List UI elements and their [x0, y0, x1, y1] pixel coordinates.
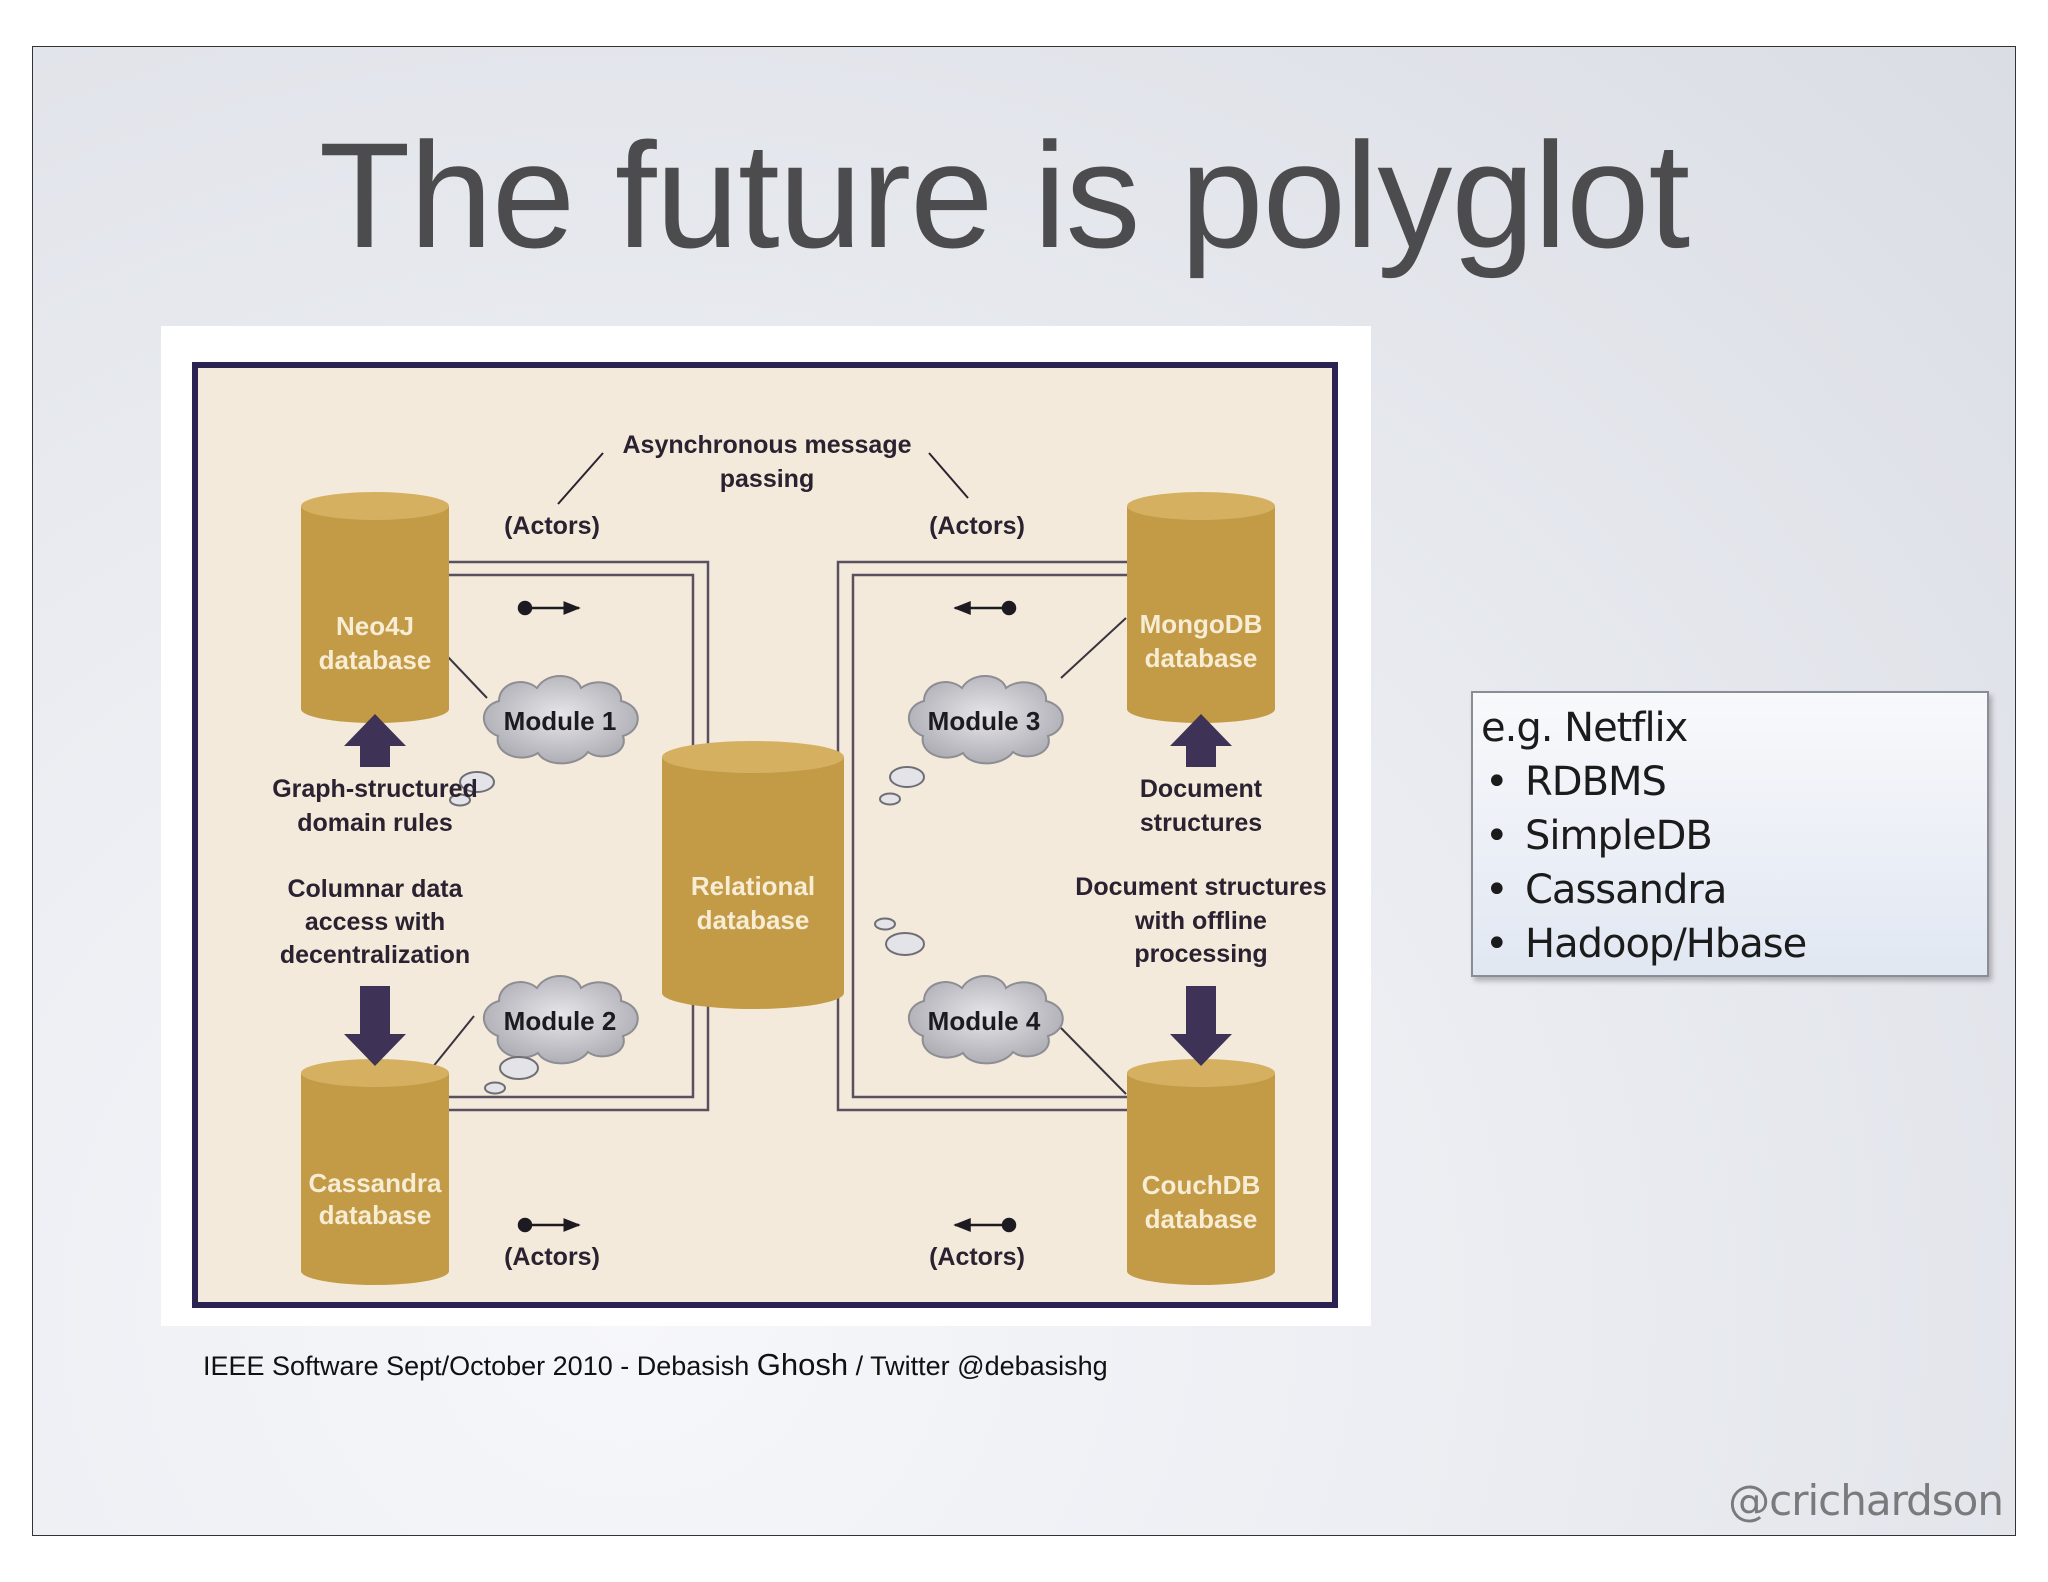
arrow-up-neo4j: [344, 714, 406, 767]
arrow-down-couchdb: [1170, 986, 1232, 1066]
async-label-line1: Asynchronous message: [623, 431, 912, 459]
actor-arrows: [517, 600, 1017, 1233]
async-pointer-right: [928, 452, 969, 499]
module-3-label: Module 3: [928, 706, 1041, 736]
actors-label-top-left: (Actors): [504, 512, 600, 540]
couchdb-label-line1: CouchDB: [1142, 1170, 1260, 1200]
cassandra-label-line2: database: [319, 1200, 432, 1230]
columnar-line3: decentralization: [280, 941, 470, 969]
doc-structures-line2: structures: [1140, 809, 1262, 837]
arrow-down-cassandra: [344, 986, 406, 1066]
mongodb-database-cylinder: MongoDB database: [1127, 492, 1275, 723]
cassandra-database-cylinder: Cassandra database: [301, 1059, 449, 1285]
polyglot-diagram: Asynchronous message passing (Actors) (A…: [192, 362, 1338, 1308]
actors-label-top-right: (Actors): [929, 512, 1025, 540]
module-3-cloud: Module 3: [879, 675, 1064, 806]
caption-prefix: IEEE Software Sept/October 2010 - Debasi…: [203, 1351, 757, 1381]
neo4j-database-cylinder: Neo4J database: [301, 492, 449, 723]
module-4-label: Module 4: [928, 1006, 1041, 1036]
twitter-handle: @crichardson: [1728, 1476, 2004, 1525]
couchdb-label-line2: database: [1145, 1204, 1258, 1234]
neo4j-label-line1: Neo4J: [336, 611, 414, 641]
async-label-line2: passing: [720, 465, 814, 493]
graph-rules-line1: Graph-structured: [272, 775, 478, 803]
caption-author: Ghosh: [756, 1347, 849, 1382]
module-2-cloud: Module 2: [482, 975, 639, 1095]
callout-list: RDBMS SimpleDB Cassandra Hadoop/Hbase: [1481, 755, 1987, 971]
architecture-figure: Asynchronous message passing (Actors) (A…: [161, 326, 1371, 1326]
list-item: Cassandra: [1481, 863, 1987, 917]
arrow-up-mongodb: [1170, 714, 1232, 767]
slide: The future is polyglot: [32, 46, 2016, 1536]
list-item: Hadoop/Hbase: [1481, 917, 1987, 971]
couchdb-database-cylinder: CouchDB database: [1127, 1059, 1275, 1285]
relational-database-cylinder: Relational database: [662, 741, 844, 1009]
netflix-callout-box: e.g. Netflix RDBMS SimpleDB Cassandra Ha…: [1471, 691, 1989, 977]
list-item: SimpleDB: [1481, 809, 1987, 863]
mongodb-label-line1: MongoDB: [1140, 609, 1263, 639]
cassandra-label-line1: Cassandra: [309, 1168, 442, 1198]
doc-offline-line2: with offline: [1134, 907, 1267, 935]
graph-rules-line2: domain rules: [297, 809, 453, 837]
module-4-cloud: Module 4: [874, 917, 1064, 1065]
doc-offline-line3: processing: [1134, 940, 1267, 968]
doc-structures-line1: Document: [1140, 775, 1263, 803]
slide-title: The future is polyglot: [318, 111, 1690, 279]
mongodb-label-line2: database: [1145, 643, 1258, 673]
columnar-line2: access with: [305, 908, 445, 936]
relational-label-line1: Relational: [691, 871, 815, 901]
actors-label-bottom-left: (Actors): [504, 1243, 600, 1271]
doc-offline-line1: Document structures: [1075, 873, 1326, 901]
relational-label-line2: database: [697, 905, 810, 935]
caption-suffix: / Twitter @debasishg: [848, 1351, 1108, 1381]
async-pointer-left: [557, 452, 604, 505]
callout-heading: e.g. Netflix: [1481, 705, 1688, 751]
neo4j-label-line2: database: [319, 645, 432, 675]
figure-caption: IEEE Software Sept/October 2010 - Debasi…: [203, 1347, 1108, 1383]
actors-label-bottom-right: (Actors): [929, 1243, 1025, 1271]
module-2-label: Module 2: [504, 1006, 617, 1036]
list-item: RDBMS: [1481, 755, 1987, 809]
module-1-cloud: Module 1: [449, 675, 639, 807]
columnar-line1: Columnar data: [287, 875, 463, 903]
module-1-label: Module 1: [504, 706, 617, 736]
